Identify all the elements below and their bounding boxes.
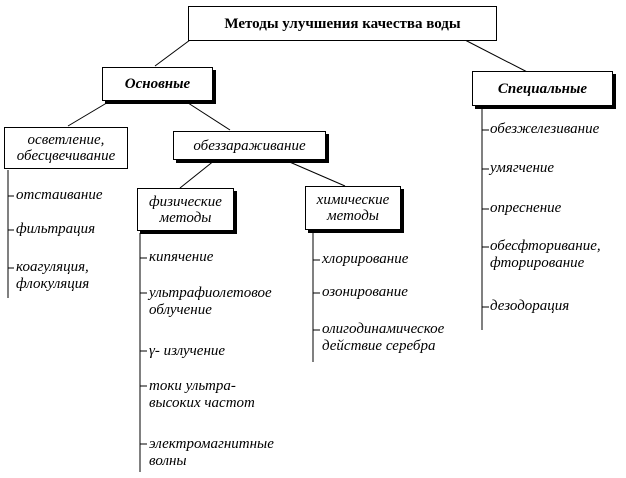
list-item: обесфторивание, фторирование [490, 238, 601, 271]
basic-methods-node: Основные [102, 67, 213, 101]
list-item: кипячение [149, 249, 214, 265]
list-item: фильтрация [16, 221, 96, 237]
list-item: γ- излучение [149, 343, 226, 359]
list-item: опреснение [490, 200, 562, 216]
root-node: Методы улучшения качества воды [188, 6, 497, 41]
list-item: электромагнитные волны [149, 436, 274, 469]
list-item: коагуляция, флокуляция [16, 259, 90, 292]
clarification-node: осветление, обесцвечивание [4, 127, 128, 169]
list-item: отстаивание [16, 187, 103, 203]
list-item: хлорирование [322, 251, 409, 267]
list-item: токи ультра- высоких частот [149, 378, 255, 411]
list-item: озонирование [322, 284, 408, 300]
list-item: ультрафиолетовое облучение [149, 285, 272, 318]
list-item: умягчение [490, 160, 555, 176]
chemical-methods-node: химические методы [305, 186, 401, 230]
physical-methods-node: физические методы [137, 188, 234, 231]
disinfection-node: обеззараживание [173, 131, 326, 160]
list-item: дезодорация [490, 298, 570, 314]
special-methods-node: Специальные [472, 71, 613, 106]
list-item: обезжелезивание [490, 121, 600, 137]
list-item: олигодинамическое действие серебра [322, 321, 445, 354]
